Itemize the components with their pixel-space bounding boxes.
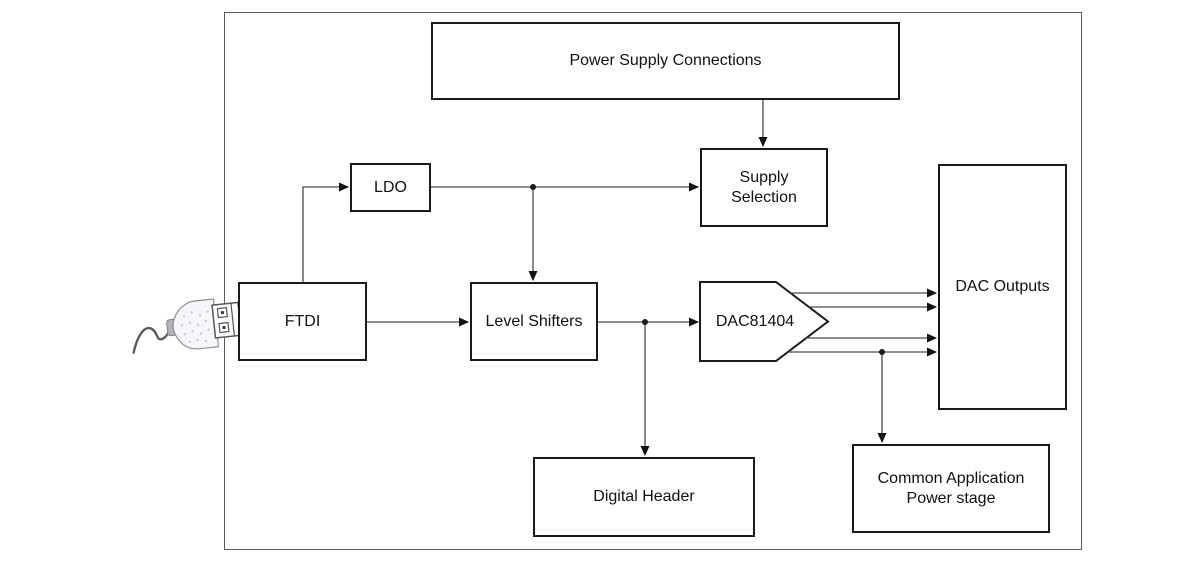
block-level-shifters: Level Shifters xyxy=(470,282,598,361)
block-label: DAC Outputs xyxy=(955,278,1050,295)
usb-cable xyxy=(132,326,173,354)
block-digital-header: Digital Header xyxy=(533,457,755,537)
block-supply-selection: Supply Selection xyxy=(700,148,828,227)
usb-metal-edge xyxy=(230,303,236,337)
block-dac81404-label: DAC81404 xyxy=(700,284,810,359)
block-label: Supply Selection xyxy=(731,168,797,208)
block-label: Digital Header xyxy=(593,488,695,505)
block-ftdi: FTDI xyxy=(238,282,367,361)
block-power-supply-connections: Power Supply Connections xyxy=(431,22,900,100)
dac81404-shape xyxy=(699,281,830,362)
block-label-line: Selection xyxy=(731,188,797,206)
block-label: Common Application Power stage xyxy=(878,469,1025,509)
block-ldo: LDO xyxy=(350,163,431,212)
block-label: Power Supply Connections xyxy=(569,52,762,69)
block-label-line: Power stage xyxy=(906,489,996,507)
block-label: Level Shifters xyxy=(485,312,583,330)
usb-plug-body xyxy=(172,298,220,350)
wire-ftdi-to-ldo xyxy=(302,182,349,282)
block-label-line: Common Application xyxy=(877,469,1025,487)
junction-dot xyxy=(642,319,648,325)
junction-dot xyxy=(879,349,885,355)
block-label: DAC81404 xyxy=(715,312,795,330)
usb-connector-icon xyxy=(132,298,243,354)
block-label: FTDI xyxy=(284,312,321,330)
junction-dot xyxy=(530,184,536,190)
usb-plug-texture xyxy=(180,310,210,343)
block-dac-outputs: DAC Outputs xyxy=(938,164,1067,410)
block-label-line: Supply xyxy=(739,168,789,186)
block-common-application-power-stage: Common Application Power stage xyxy=(852,444,1050,533)
board-outline xyxy=(224,12,1082,550)
usb-contact-holes xyxy=(216,307,230,334)
block-label: LDO xyxy=(374,178,407,196)
